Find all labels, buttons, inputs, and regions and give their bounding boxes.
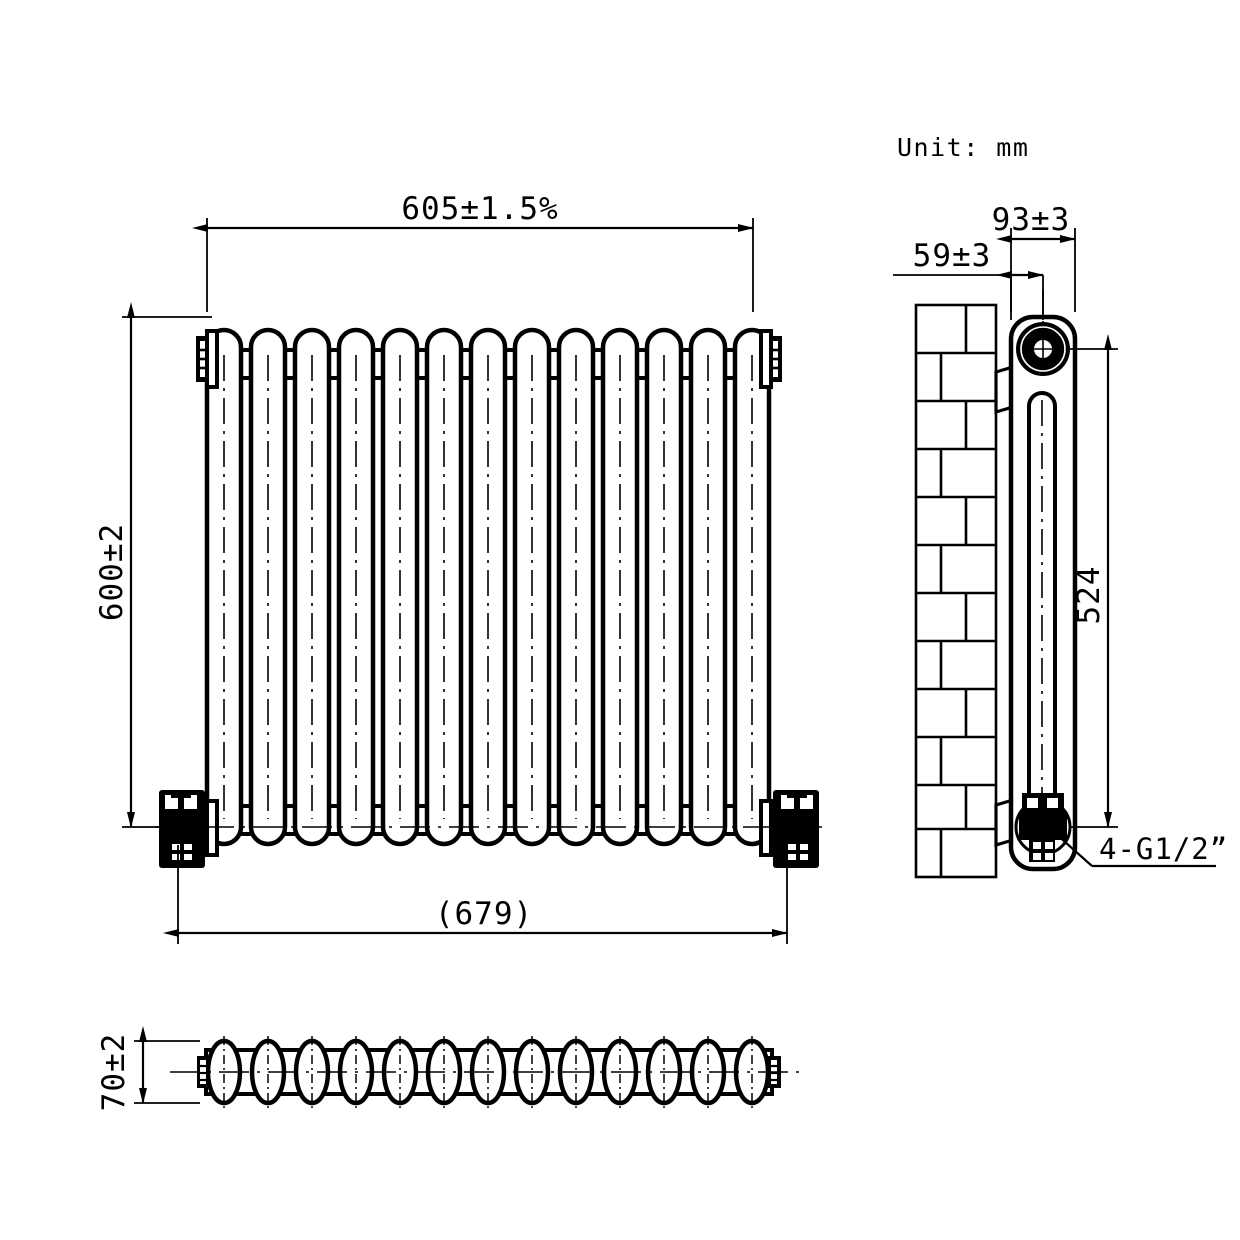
bottom-port-valve	[1014, 793, 1072, 862]
front-columns	[207, 330, 769, 844]
dimension-center-524: 524	[1070, 334, 1118, 828]
dimension-width-679: (679)	[163, 845, 788, 944]
dimension-depth-93: 93±3	[992, 202, 1076, 312]
front-elevation-view	[155, 330, 830, 868]
left-angle-valve	[159, 790, 207, 868]
dimension-label-70: 70±2	[96, 1033, 132, 1112]
dimension-height-600: 600±2	[94, 302, 212, 828]
dimension-depth-70: 70±2	[96, 1026, 200, 1112]
left-end-plug	[196, 329, 219, 389]
dimension-label-605: 605±1.5%	[401, 191, 558, 227]
dimension-width-605: 605±1.5%	[192, 191, 754, 312]
callout-thread: 4-G1/2”	[1036, 816, 1228, 868]
right-end-plug	[759, 329, 782, 389]
dimension-label-600: 600±2	[94, 523, 130, 621]
callout-label-thread: 4-G1/2”	[1099, 832, 1228, 866]
unit-note: Unit: mm	[897, 133, 1029, 162]
dimension-offset-59: 59±3	[893, 238, 1044, 320]
dimension-label-93: 93±3	[992, 202, 1071, 238]
top-plan-view	[170, 1036, 800, 1108]
dimension-label-59: 59±3	[913, 238, 992, 274]
right-angle-valve	[771, 790, 819, 868]
plan-left-end-plug	[197, 1056, 210, 1088]
top-port	[1016, 322, 1070, 376]
brick-wall	[914, 303, 998, 879]
dimension-label-679: (679)	[435, 896, 533, 932]
side-view	[914, 290, 1078, 879]
dimension-label-524: 524	[1071, 566, 1107, 625]
